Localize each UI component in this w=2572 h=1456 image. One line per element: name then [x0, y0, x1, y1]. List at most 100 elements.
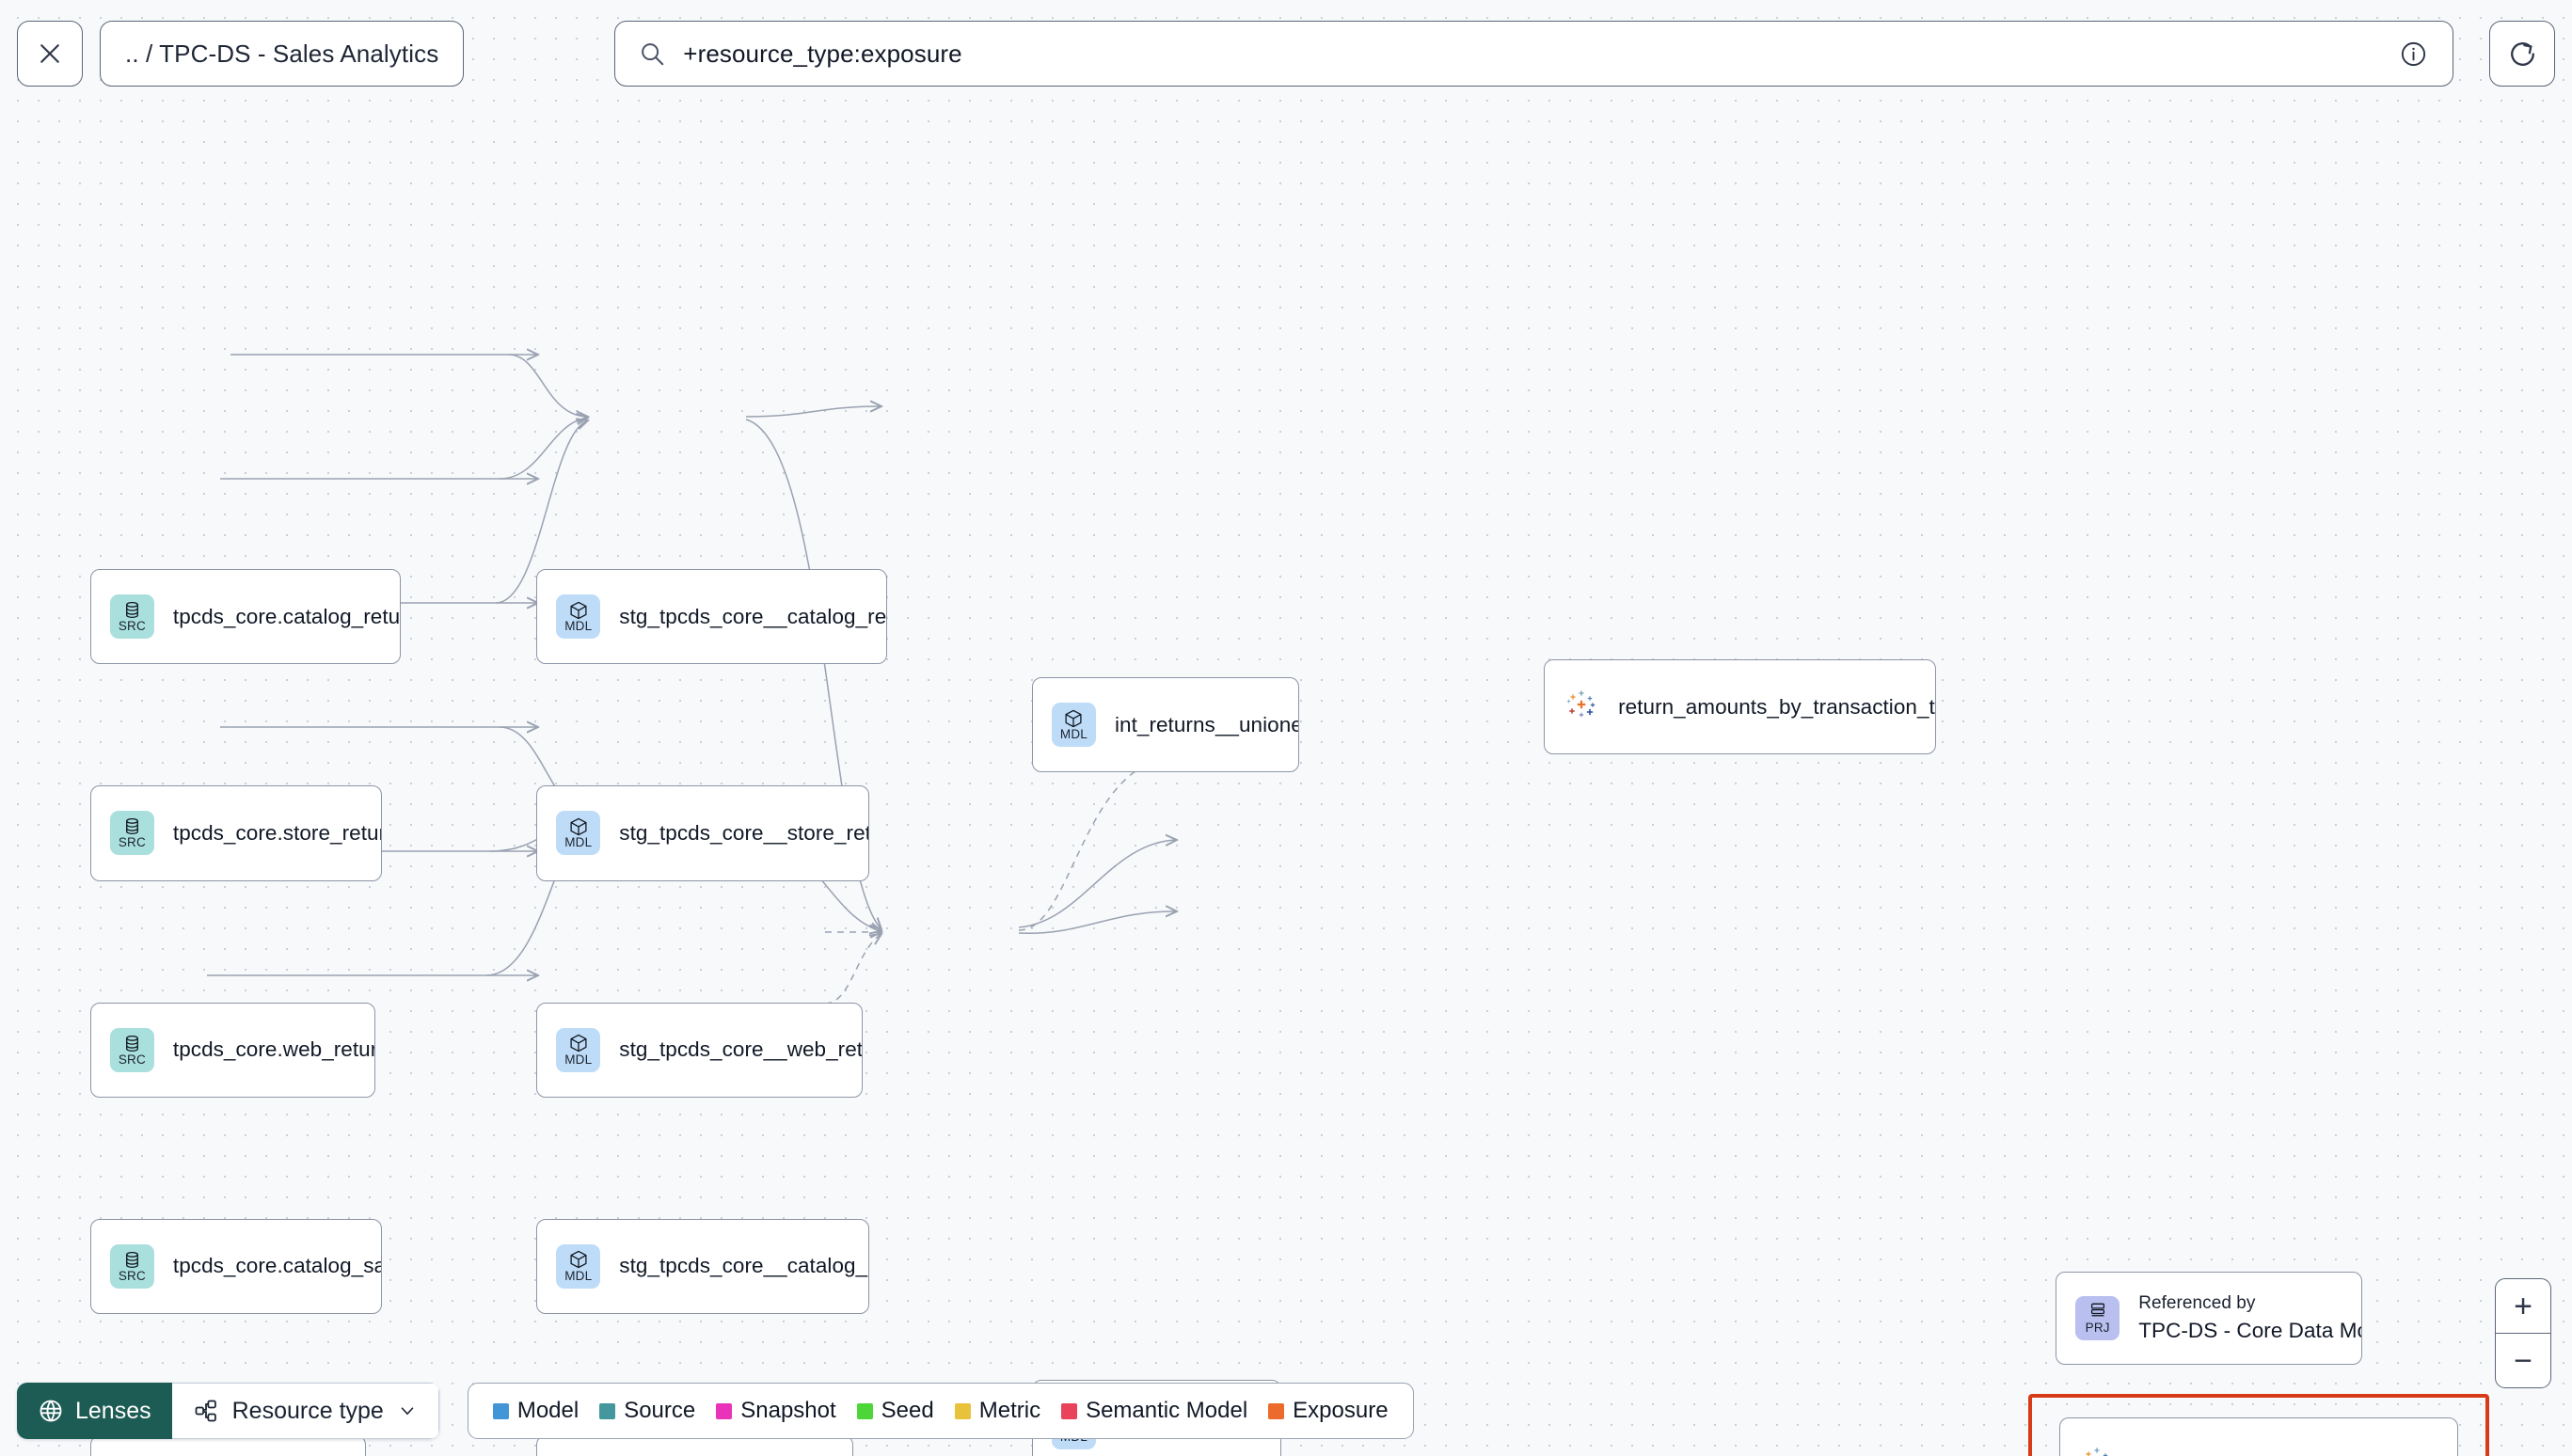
zoom-out-button[interactable]: −	[2514, 1342, 2532, 1379]
bottom-toolbar: Lenses Resource type Model Source	[17, 1383, 1414, 1439]
badge-glyph	[122, 1035, 142, 1052]
chevron-down-icon	[401, 1407, 414, 1416]
badge-label: SRC	[118, 835, 146, 850]
model-badge-icon: MDL	[556, 594, 601, 640]
graph-node-return_amounts[interactable]: return_amounts_by_transaction_type	[1544, 659, 1936, 755]
legend-swatch	[856, 1402, 873, 1419]
node-title: TPC-DS - Core Data Models	[2138, 1318, 2361, 1342]
legend-label: Metric	[978, 1398, 1041, 1423]
badge-label: MDL	[564, 619, 593, 634]
legend-item-model[interactable]: Model	[492, 1398, 579, 1424]
badge-label: MDL	[564, 1052, 593, 1067]
legend-swatch	[716, 1402, 733, 1419]
top-toolbar: .. / TPC-DS - Sales Analytics +resource_…	[0, 0, 2572, 107]
legend-item-exposure[interactable]: Exposure	[1268, 1398, 1389, 1424]
source-badge-icon: SRC	[109, 594, 154, 640]
legend-item-seed[interactable]: Seed	[856, 1398, 934, 1424]
model-badge-icon: MDL	[556, 811, 601, 856]
legend-item-semantic-model[interactable]: Semantic Model	[1061, 1398, 1247, 1424]
resource-type-dropdown[interactable]: Resource type	[171, 1383, 439, 1439]
badge-glyph	[1063, 709, 1084, 728]
node-body: first_workbook_attached_to_tpc-ds_-_…	[2134, 1452, 2457, 1456]
node-body: tpcds_core.catalog_sales	[173, 1254, 381, 1278]
exposure-highlight-box	[2027, 1394, 2489, 1456]
node-body: Referenced by TPC-DS - Core Data Models	[2138, 1293, 2361, 1343]
legend-swatch	[1061, 1402, 1078, 1419]
badge-label: MDL	[564, 1268, 593, 1283]
legend-swatch	[492, 1402, 509, 1419]
lenses-control: Lenses Resource type	[17, 1383, 439, 1439]
badge-glyph	[568, 601, 589, 619]
legend-item-source[interactable]: Source	[599, 1398, 695, 1424]
graph-node-stg_web_returns[interactable]: MDL stg_tpcds_core__web_returns	[536, 1002, 864, 1098]
graph-node-int_returns_unioned[interactable]: MDL int_returns__unioned	[1031, 677, 1300, 773]
badge-glyph	[122, 817, 142, 835]
resource-type-label: Resource type	[231, 1397, 384, 1424]
node-subtitle: Referenced by	[2138, 1292, 2256, 1313]
graph-node-stg_catalog_returns[interactable]: MDL stg_tpcds_core__catalog_returns	[536, 569, 888, 665]
lenses-label: Lenses	[75, 1397, 151, 1424]
close-icon	[40, 44, 59, 63]
node-title: int_returns__unioned	[1114, 712, 1299, 736]
legend-swatch	[954, 1402, 971, 1419]
node-title: first_workbook_attached_to_tpc-ds_-_…	[2134, 1452, 2457, 1456]
zoom-controls: + −	[2495, 1278, 2551, 1388]
node-title: stg_tpcds_core__catalog_sales	[619, 1254, 868, 1278]
node-title: stg_tpcds_core__catalog_returns	[619, 604, 887, 628]
node-body: stg_tpcds_core__web_returns	[619, 1037, 862, 1062]
badge-glyph	[122, 1251, 142, 1269]
legend-label: Model	[516, 1398, 579, 1423]
graph-node-src_store_returns[interactable]: SRC tpcds_core.store_returns	[89, 785, 383, 881]
graph-node-exposure-first_workbook[interactable]: first_workbook_attached_to_tpc-ds_-_…	[2058, 1416, 2458, 1456]
legend-label: Exposure	[1293, 1398, 1389, 1423]
lenses-button[interactable]: Lenses	[17, 1383, 172, 1439]
badge-label: MDL	[564, 835, 593, 850]
graph-node-src_catalog_returns[interactable]: SRC tpcds_core.catalog_returns	[89, 569, 401, 665]
refresh-button[interactable]	[2489, 21, 2555, 87]
legend-swatch	[1268, 1402, 1285, 1419]
node-title: return_amounts_by_transaction_type	[1618, 694, 1935, 719]
node-title: tpcds_core.web_returns	[172, 1037, 375, 1062]
graph-node-referenced-by-project[interactable]: PRJ Referenced by TPC-DS - Core Data Mode…	[2056, 1271, 2363, 1365]
graph-node-src_web_returns[interactable]: SRC tpcds_core.web_returns	[89, 1002, 376, 1098]
badge-label: PRJ	[2085, 1320, 2110, 1335]
source-badge-icon: SRC	[109, 1243, 154, 1289]
search-icon	[642, 43, 664, 66]
breadcrumb[interactable]: .. / TPC-DS - Sales Analytics	[100, 21, 465, 87]
badge-glyph	[2088, 1303, 2108, 1321]
node-body: tpcds_core.store_returns	[173, 821, 381, 846]
node-body: stg_tpcds_core__store_returns	[619, 821, 868, 846]
tableau-icon	[2086, 1448, 2107, 1456]
lens-icon	[40, 1400, 62, 1422]
badge-label: SRC	[118, 619, 146, 634]
model-badge-icon: MDL	[556, 1243, 601, 1289]
model-badge-icon: MDL	[556, 1027, 601, 1072]
legend-label: Source	[624, 1398, 696, 1423]
badge-label: MDL	[1059, 727, 1088, 742]
zoom-in-button[interactable]: +	[2514, 1288, 2532, 1324]
node-title: stg_tpcds_core__web_returns	[619, 1037, 863, 1062]
nodes-icon	[195, 1400, 216, 1422]
graph-node-stg_store_returns[interactable]: MDL stg_tpcds_core__store_returns	[536, 785, 870, 881]
node-body: return_amounts_by_transaction_type	[1618, 695, 1935, 720]
legend-swatch	[599, 1402, 616, 1419]
close-button[interactable]	[17, 21, 83, 87]
node-body: tpcds_core.web_returns	[173, 1037, 374, 1062]
search-bar[interactable]: +resource_type:exposure	[614, 21, 2453, 87]
badge-glyph	[568, 1034, 589, 1052]
resource-type-legend: Model Source Snapshot Seed Metric Semant…	[467, 1383, 1414, 1439]
legend-label: Semantic Model	[1086, 1398, 1248, 1423]
search-input[interactable]: +resource_type:exposure	[683, 39, 962, 68]
project-badge-icon: PRJ	[2075, 1295, 2120, 1340]
node-title: stg_tpcds_core__store_returns	[619, 820, 869, 845]
tableau-icon	[1566, 690, 1596, 717]
info-icon[interactable]	[2399, 40, 2428, 69]
source-badge-icon: SRC	[109, 1027, 154, 1072]
legend-item-snapshot[interactable]: Snapshot	[716, 1398, 836, 1424]
graph-node-src_catalog_sales[interactable]: SRC tpcds_core.catalog_sales	[89, 1218, 383, 1314]
legend-item-metric[interactable]: Metric	[954, 1398, 1041, 1424]
badge-label: SRC	[118, 1052, 146, 1067]
graph-node-stg_catalog_sales[interactable]: MDL stg_tpcds_core__catalog_sales	[536, 1218, 870, 1314]
